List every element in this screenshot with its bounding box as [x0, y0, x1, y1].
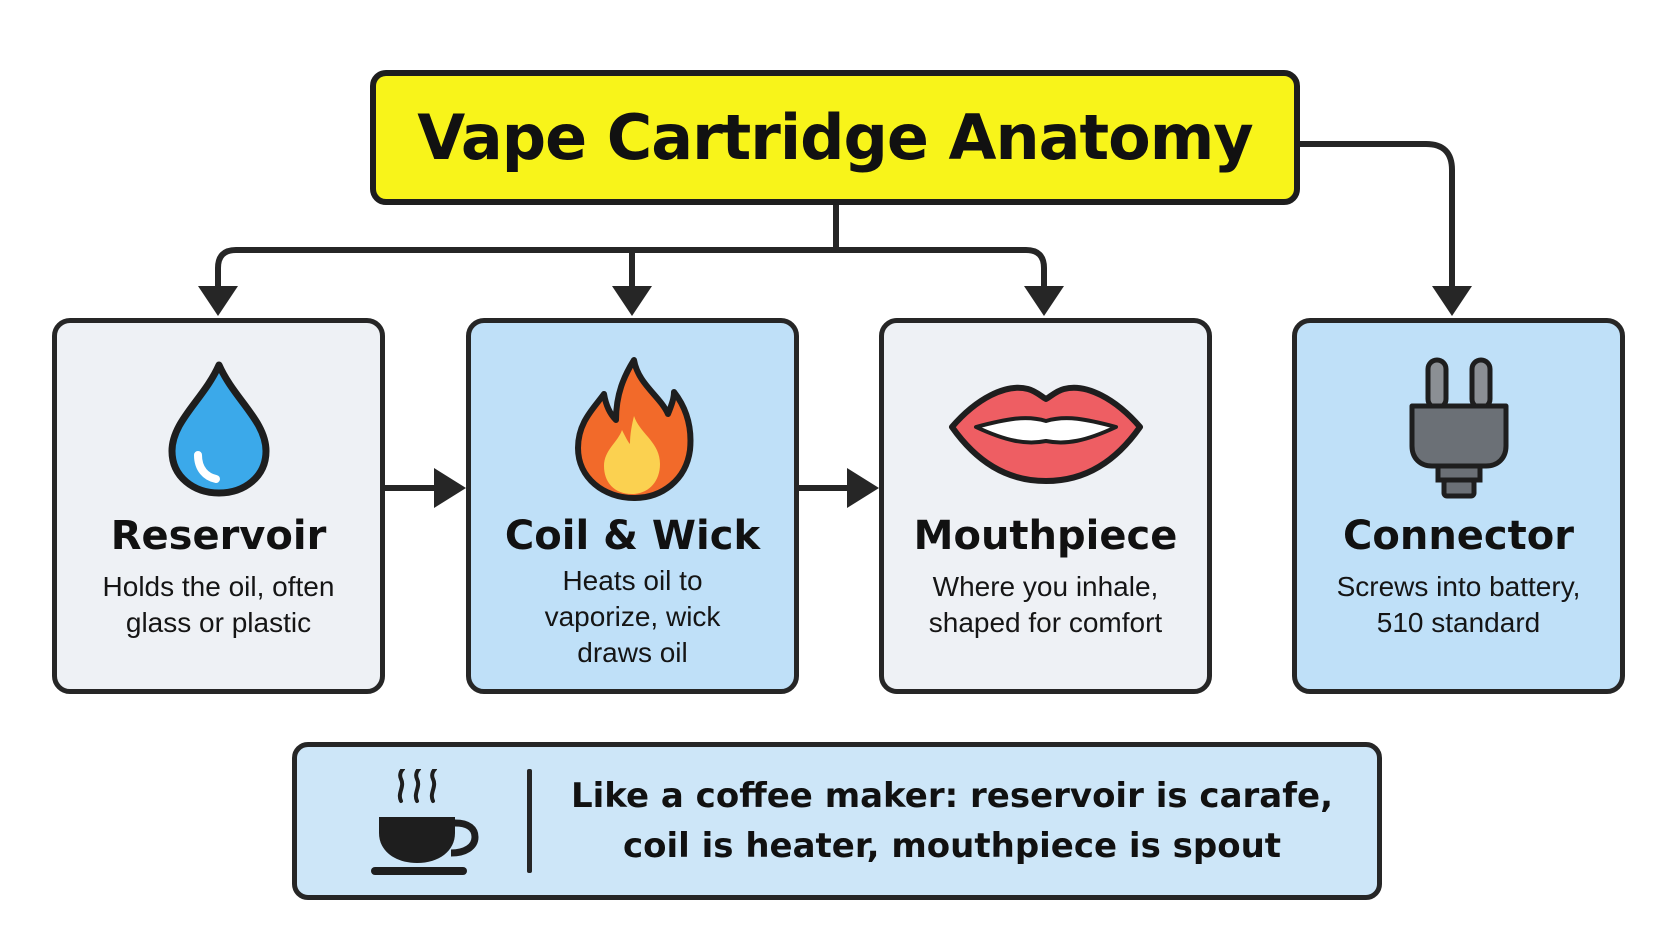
desc-line: Screws into battery,	[1336, 571, 1581, 602]
arrowhead-mouthpiece	[1024, 286, 1064, 316]
page-title: Vape Cartridge Anatomy	[417, 101, 1253, 174]
card-description: Heats oil to vaporize, wick draws oil	[527, 563, 739, 671]
arrowhead-flow-mouthpiece	[847, 468, 879, 508]
arrowhead-flow-coil	[434, 468, 466, 508]
card-label: Reservoir	[110, 513, 327, 559]
branch-line-connector	[1297, 141, 1455, 293]
card-description: Where you inhale, shaped for comfort	[911, 569, 1180, 641]
analogy-line: coil is heater, mouthpiece is spout	[622, 826, 1282, 866]
desc-line: glass or plastic	[125, 607, 312, 638]
arrowhead-reservoir	[198, 286, 238, 316]
analogy-line: Like a coffee maker: reservoir is carafe…	[570, 776, 1333, 816]
card-description: Holds the oil, often glass or plastic	[85, 569, 353, 641]
desc-line: shaped for comfort	[928, 607, 1163, 638]
card-connector: Connector Screws into battery, 510 stand…	[1292, 318, 1625, 694]
flame-icon	[568, 349, 698, 509]
desc-line: Holds the oil, often	[102, 571, 335, 602]
desc-line: vaporize, wick	[544, 601, 721, 632]
branch-line-mouthpiece	[833, 247, 1047, 295]
arrowhead-connector	[1432, 286, 1472, 316]
desc-line: Where you inhale,	[932, 571, 1159, 602]
card-coil-wick: Coil & Wick Heats oil to vaporize, wick …	[466, 318, 799, 694]
card-label: Mouthpiece	[913, 513, 1178, 559]
card-label: Connector	[1343, 513, 1574, 559]
card-reservoir: Reservoir Holds the oil, often glass or …	[52, 318, 385, 694]
arrowhead-coil	[612, 286, 652, 316]
plug-icon	[1404, 349, 1514, 509]
analogy-text: Like a coffee maker: reservoir is carafe…	[547, 747, 1357, 895]
coffee-cup-icon	[371, 767, 481, 883]
title-box: Vape Cartridge Anatomy	[370, 70, 1300, 205]
desc-line: 510 standard	[1376, 607, 1541, 638]
card-description: Screws into battery, 510 standard	[1319, 569, 1599, 641]
branch-line-reservoir	[215, 247, 839, 295]
water-drop-icon	[164, 349, 274, 509]
analogy-divider	[527, 769, 532, 873]
analogy-box: Like a coffee maker: reservoir is carafe…	[292, 742, 1382, 900]
desc-line: draws oil	[577, 637, 688, 668]
lips-icon	[946, 349, 1146, 509]
desc-line: Heats oil to	[562, 565, 703, 596]
card-mouthpiece: Mouthpiece Where you inhale, shaped for …	[879, 318, 1212, 694]
card-label: Coil & Wick	[504, 513, 761, 559]
